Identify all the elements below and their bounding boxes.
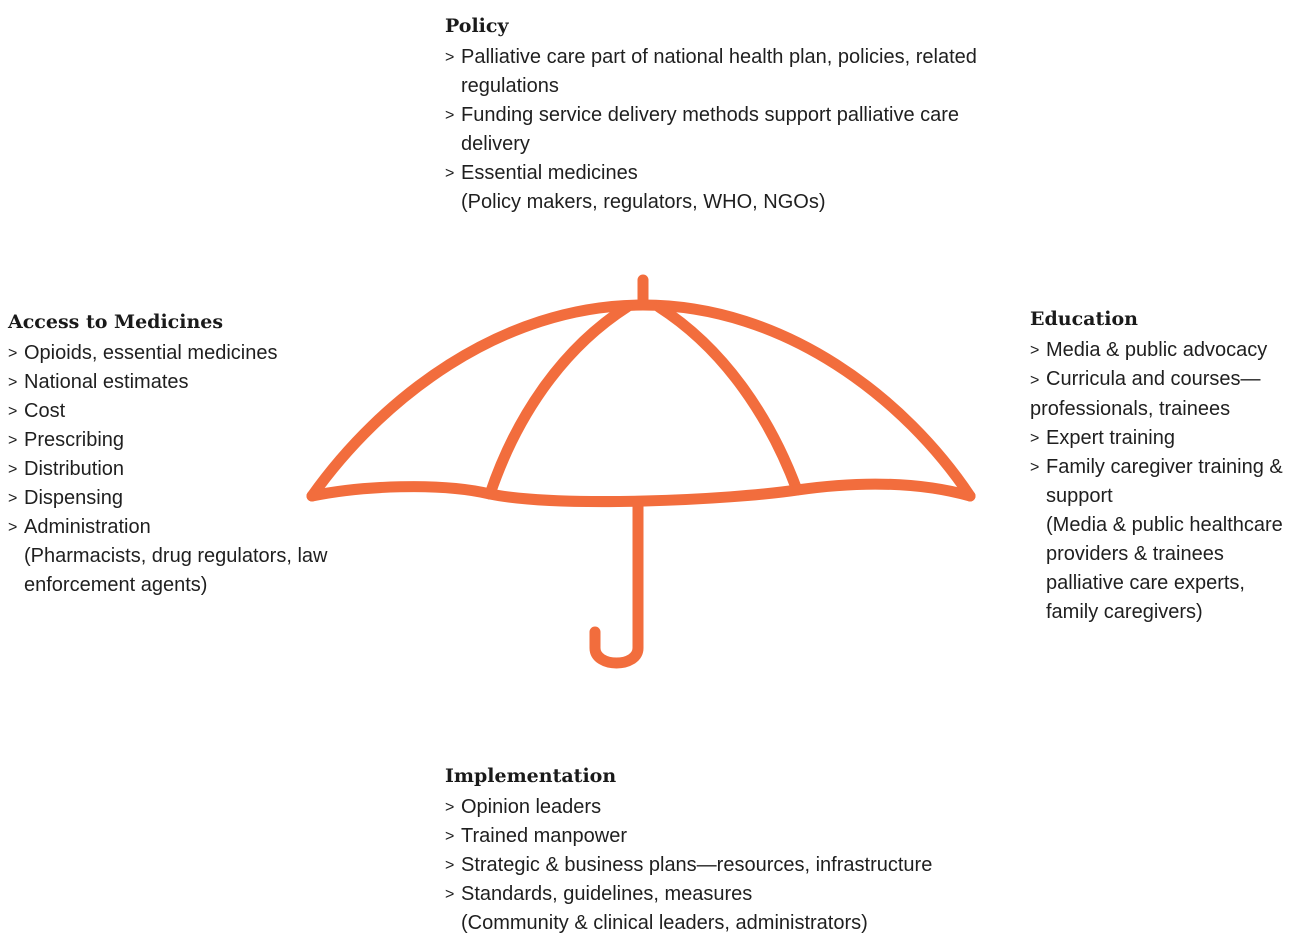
- list-item: >Opioids, essential medicines: [8, 339, 328, 368]
- stakeholders-note: (Policy makers, regulators, WHO, NGOs): [461, 191, 826, 213]
- umbrella-edge: [306, 478, 976, 508]
- education-section: Education >Media & public advocacy >Curr…: [1030, 306, 1301, 627]
- chevron-right-icon: >: [1030, 459, 1040, 476]
- umbrella-canopy: [306, 299, 976, 502]
- list-item: >Trained manpower: [445, 822, 1005, 851]
- list-item: >Media & public advocacy: [1030, 336, 1301, 365]
- umbrella-handle: [589, 496, 644, 669]
- chevron-right-icon: >: [8, 374, 18, 391]
- chevron-right-icon: >: [445, 857, 455, 874]
- list-item: >Curricula and courses—professionals, tr…: [1030, 368, 1261, 420]
- implementation-list: >Opinion leaders >Trained manpower >Stra…: [445, 793, 1005, 938]
- chevron-right-icon: >: [445, 828, 455, 845]
- education-list: >Media & public advocacy >Curricula and …: [1030, 336, 1301, 627]
- list-item: >Distribution: [8, 455, 328, 484]
- implementation-title: Implementation: [445, 765, 617, 787]
- chevron-right-icon: >: [8, 490, 18, 507]
- chevron-right-icon: >: [445, 165, 455, 182]
- stakeholders-note: (Community & clinical leaders, administr…: [461, 912, 868, 934]
- policy-list: >Palliative care part of national health…: [445, 43, 1005, 217]
- chevron-right-icon: >: [1030, 372, 1040, 389]
- list-item: >Prescribing: [8, 426, 328, 455]
- umbrella-rib-right: [653, 301, 803, 496]
- list-item: >Dispensing: [8, 484, 328, 513]
- list-item: >Family caregiver training & support: [1030, 453, 1301, 511]
- chevron-right-icon: >: [445, 799, 455, 816]
- list-item: >Essential medicines: [445, 159, 1005, 188]
- chevron-right-icon: >: [1030, 430, 1040, 447]
- list-item: >Cost: [8, 397, 328, 426]
- chevron-right-icon: >: [445, 49, 455, 66]
- access-section: Access to Medicines >Opioids, essential …: [8, 309, 328, 600]
- chevron-right-icon: >: [8, 345, 18, 362]
- list-item: >Expert training: [1030, 424, 1301, 453]
- chevron-right-icon: >: [8, 519, 18, 536]
- umbrella-rib-left: [484, 301, 633, 500]
- access-list: >Opioids, essential medicines >National …: [8, 339, 328, 600]
- stakeholders-note: (Pharmacists, drug regulators, law enfor…: [24, 545, 328, 596]
- chevron-right-icon: >: [8, 432, 18, 449]
- list-item: >Strategic & business plans—resources, i…: [445, 851, 1005, 880]
- list-item: >Administration: [8, 513, 328, 542]
- list-item: >Standards, guidelines, measures: [445, 880, 1005, 909]
- list-item: >National estimates: [8, 368, 328, 397]
- chevron-right-icon: >: [445, 886, 455, 903]
- education-title: Education: [1030, 308, 1138, 330]
- list-item: >Funding service delivery methods suppor…: [445, 101, 1005, 159]
- chevron-right-icon: >: [8, 461, 18, 478]
- list-item: >Opinion leaders: [445, 793, 1005, 822]
- stakeholders-note: (Media & public healthcare providers & t…: [1046, 514, 1283, 623]
- chevron-right-icon: >: [1030, 342, 1040, 359]
- chevron-right-icon: >: [445, 107, 455, 124]
- policy-title: Policy: [445, 15, 509, 37]
- access-title: Access to Medicines: [8, 311, 224, 333]
- chevron-right-icon: >: [8, 403, 18, 420]
- implementation-section: Implementation >Opinion leaders >Trained…: [445, 763, 1005, 938]
- policy-section: Policy >Palliative care part of national…: [445, 13, 1005, 217]
- list-item: >Palliative care part of national health…: [445, 43, 1005, 101]
